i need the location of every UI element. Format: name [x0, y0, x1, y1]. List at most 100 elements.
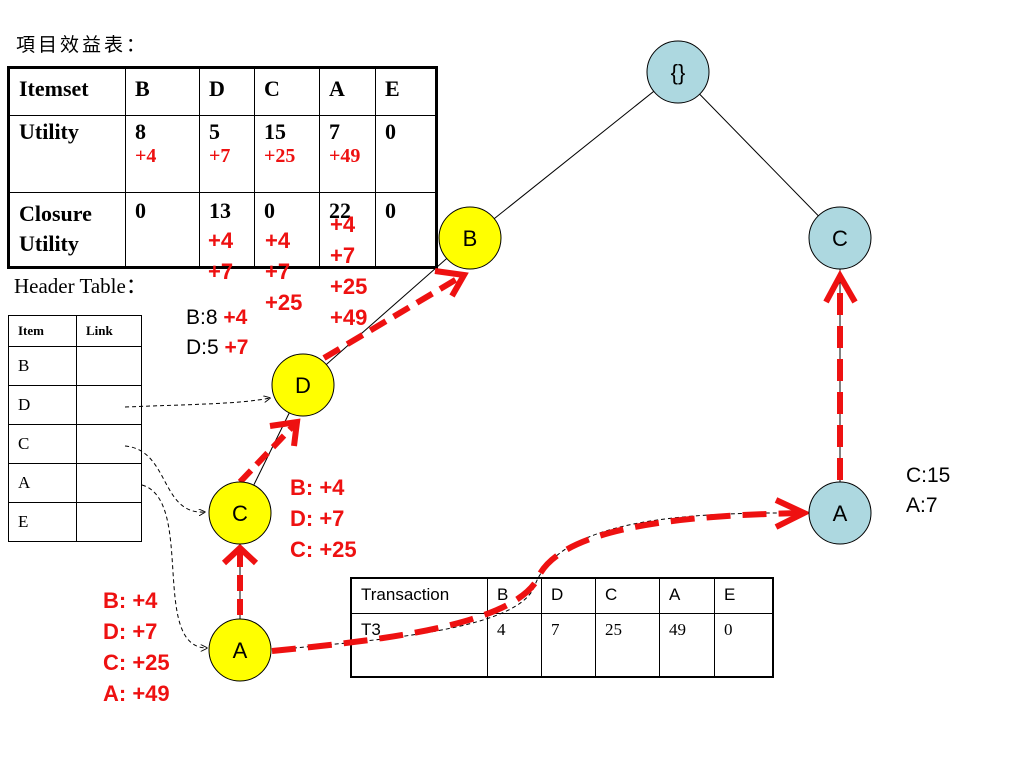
transaction-table: Transaction B D C A E T3 4 7 25 49 0 — [350, 577, 774, 678]
right-branch-info-line: A:7 — [906, 494, 938, 517]
node-a-add: B: +4 — [103, 588, 158, 613]
node-root: {} — [646, 40, 710, 104]
header-cell: Itemset — [8, 67, 126, 116]
arrow-c-d — [237, 421, 298, 485]
link-d — [124, 398, 270, 408]
item-cell: E — [8, 502, 77, 542]
cell-add: +4 — [135, 145, 157, 167]
edge-root-c — [677, 71, 841, 239]
edge-b-d — [302, 237, 471, 386]
closure-add: +4 — [265, 228, 291, 253]
node-label: B — [463, 226, 478, 251]
item-cell: B — [8, 346, 77, 386]
item-cell: C — [8, 424, 77, 464]
node-c-left: C — [208, 481, 272, 545]
node-label: A — [233, 638, 248, 663]
cell-value: 0 — [135, 198, 146, 223]
cell-value: 5 — [209, 119, 220, 144]
node-label: {} — [671, 60, 686, 85]
col-link: Link — [76, 315, 142, 347]
header-row-a: A — [8, 463, 142, 503]
node-d-info: B:8 +4 D:5 +7 — [186, 303, 248, 363]
node-c-add: B: +4 — [290, 475, 345, 500]
node-a-add: C: +25 — [103, 650, 170, 675]
trans-header-cell: Transaction — [350, 577, 488, 614]
header-cell: E — [375, 67, 437, 116]
cell-value: 0 — [385, 119, 396, 144]
link-c — [124, 445, 205, 512]
node-d-info-line: B:8 +4 — [186, 306, 248, 329]
utility-row: Utility 8+4 5+7 15+25 7+49 0 — [8, 115, 437, 193]
cell-value: 15 — [264, 119, 286, 144]
node-d: D — [271, 353, 335, 417]
arrow-c-d-head — [269, 418, 301, 447]
node-a-right: A — [808, 481, 872, 545]
trans-header-cell: D — [541, 577, 596, 614]
transaction-row: T3 4 7 25 49 0 — [350, 613, 774, 678]
closure-add: +7 — [265, 259, 291, 284]
arrow-a-c-right-head — [823, 269, 858, 304]
node-c-right: C — [808, 206, 872, 270]
utility-cell: 5+7 — [199, 115, 255, 193]
utility-cell: 8+4 — [125, 115, 200, 193]
link-cell — [76, 346, 142, 386]
closure-d-adds: +4+7 — [208, 225, 233, 287]
header-row-c: C — [8, 424, 142, 464]
closure-a-adds: +4+7+25+49 — [330, 209, 367, 333]
node-label: C — [232, 501, 248, 526]
node-d-info-line: D:5 +7 — [186, 336, 249, 359]
header-row-d: D — [8, 385, 142, 425]
utility-cell: 0 — [375, 115, 437, 193]
cell-value: 0 — [264, 198, 275, 223]
right-branch-info-line: C:15 — [906, 464, 951, 487]
trans-header-cell: A — [659, 577, 715, 614]
closure-cell: 0 — [125, 192, 200, 268]
closure-add: +25 — [265, 290, 303, 315]
node-a-add: D: +7 — [103, 619, 158, 644]
trans-cell: 25 — [595, 613, 660, 678]
tree-nodes: {} B C D C A A — [208, 40, 872, 682]
link-a — [141, 484, 207, 648]
closure-add: +7 — [208, 259, 234, 284]
trans-cell: 0 — [714, 613, 774, 678]
utility-table-header-row: Itemset B D C A E — [8, 67, 437, 116]
node-label: D — [295, 373, 311, 398]
cell-add: +49 — [329, 145, 361, 167]
closure-c-adds: +4 +7 +25 — [265, 225, 302, 318]
trans-cell: 49 — [659, 613, 715, 678]
header-table: Item Link B D C A E — [8, 315, 142, 542]
utility-table: Itemset B D C A E Utility 8+4 5+7 15+25 … — [7, 66, 438, 269]
trans-cell: 7 — [541, 613, 596, 678]
utility-table-title: 項目效益表： — [16, 34, 149, 56]
header-row-b: B — [8, 346, 142, 386]
node-label: A — [833, 501, 848, 526]
closure-add: +7 — [330, 243, 356, 268]
closure-add: +4 — [330, 212, 356, 237]
transaction-header-row: Transaction B D C A E — [350, 577, 774, 614]
arrow-d-b-head — [434, 268, 469, 298]
edge-root-b — [469, 71, 679, 239]
header-row-e: E — [8, 502, 142, 542]
closure-cell: 13 — [199, 192, 255, 268]
header-cell: D — [199, 67, 255, 116]
cell-add: +25 — [264, 145, 296, 167]
cell-value: 22 — [329, 198, 351, 223]
closure-cell: 0 — [375, 192, 437, 268]
path-arrows — [221, 268, 858, 654]
closure-add: +25 — [330, 274, 368, 299]
link-cell — [76, 385, 142, 425]
header-table-head: Item Link — [8, 315, 142, 347]
closure-utility-row: Closure Utility 0 13 0 22 0 — [8, 192, 437, 268]
arrow-a-a-right-head — [774, 497, 811, 530]
header-table-title: Header Table： — [14, 274, 147, 298]
node-label: C — [832, 226, 848, 251]
cell-value: 13 — [209, 198, 231, 223]
closure-add: +4 — [208, 228, 234, 253]
row-label: Closure Utility — [8, 192, 126, 268]
node-b: B — [438, 206, 502, 270]
arrow-a-a-right — [271, 510, 801, 654]
trans-header-cell: E — [714, 577, 774, 614]
